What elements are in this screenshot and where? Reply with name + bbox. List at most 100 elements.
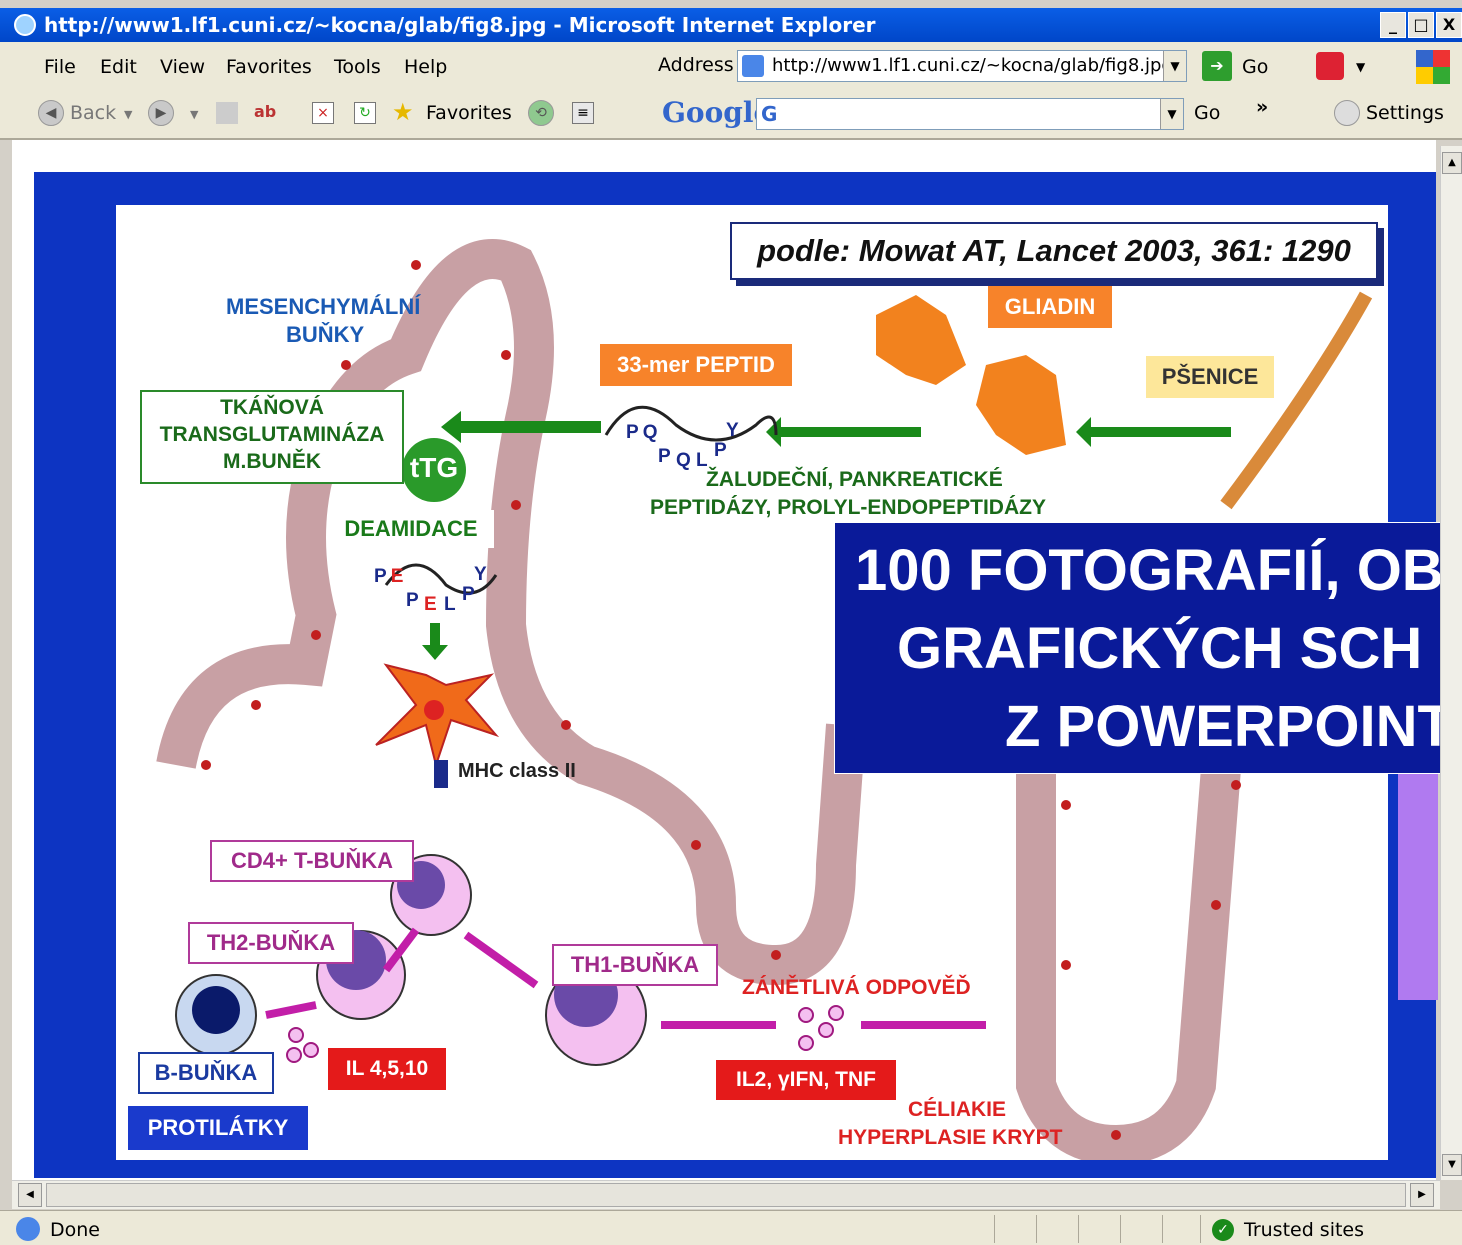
scroll-up-icon[interactable]: ▲ [1442, 152, 1462, 174]
google-dropdown-icon[interactable]: ▼ [1160, 99, 1183, 129]
windows-flag-icon [1416, 50, 1450, 84]
label-mesenchymalni: MESENCHYMÁLNÍ [226, 294, 420, 320]
menu-favorites[interactable]: Favorites [226, 56, 312, 78]
scroll-left-icon[interactable]: ◀ [18, 1183, 42, 1207]
scroll-right-icon[interactable]: ▶ [1410, 1183, 1434, 1207]
overlay-banner: 100 FOTOGRAFIÍ, OB GRAFICKÝCH SCH Z POWE… [834, 522, 1462, 774]
address-dropdown-icon[interactable]: ▼ [1163, 51, 1186, 81]
settings-gear-icon[interactable] [1334, 100, 1360, 126]
scroll-down-icon[interactable]: ▼ [1442, 1154, 1462, 1176]
maximize-button[interactable]: □ [1408, 12, 1434, 38]
peptide-1-residue: Q [643, 422, 658, 443]
google-search-box[interactable]: G ▼ [756, 98, 1184, 130]
menu-file[interactable]: File [44, 56, 76, 78]
google-search-icon[interactable]: G [761, 102, 777, 126]
back-dropdown-icon[interactable]: ▼ [124, 108, 132, 121]
status-divider [1120, 1215, 1121, 1243]
label-ttg: tTG [402, 452, 466, 484]
label-enzymes-2: PEPTIDÁZY, PROLYL-ENDOPEPTIDÁZY [650, 496, 1046, 520]
title-bar: http://www1.lf1.cuni.cz/~kocna/glab/fig8… [0, 8, 1462, 42]
status-divider [1078, 1215, 1079, 1243]
peptide-2-residue: E [424, 594, 437, 616]
label-hyperplasie-krypt: HYPERPLASIE KRYPT [838, 1126, 1062, 1150]
label-th1-bunka: TH1-BUŇKA [552, 944, 718, 986]
status-divider [1162, 1215, 1163, 1243]
forward-dropdown-icon[interactable]: ▼ [190, 108, 198, 121]
overlay-line-1: 100 FOTOGRAFIÍ, OB [855, 537, 1444, 604]
label-cd4-t-bunka: CD4+ T-BUŇKA [210, 840, 414, 882]
peptide-2-residues: PE P E L P Y [374, 566, 403, 588]
stop-icon[interactable]: × [312, 102, 334, 124]
settings-button[interactable]: Settings [1366, 102, 1444, 124]
overlay-line-2: GRAFICKÝCH SCH [897, 615, 1422, 682]
translate-dropdown-icon[interactable]: ▼ [1356, 60, 1365, 74]
status-bar: Done ✓ Trusted sites [0, 1210, 1462, 1245]
peptide-1-residue: P [626, 422, 639, 443]
label-gliadin: GLIADIN [988, 286, 1112, 328]
peptide-2-residue: P [462, 584, 475, 606]
horizontal-scrollbar[interactable]: ◀ ▶ [12, 1180, 1440, 1209]
label-m-bunek: M.BUNĚK [140, 450, 404, 474]
label-protilatky: PROTILÁTKY [128, 1106, 308, 1150]
media-icon[interactable]: ⟲ [528, 100, 554, 126]
address-bar[interactable]: http://www1.lf1.cuni.cz/~kocna/glab/fig8… [737, 50, 1187, 82]
peptide-2-residue: L [444, 594, 456, 616]
label-bunky: BUŇKY [286, 322, 364, 348]
menu-edit[interactable]: Edit [100, 56, 137, 78]
history-icon[interactable]: ≡ [572, 102, 594, 124]
minimize-button[interactable]: _ [1380, 12, 1406, 38]
overlay-line-3: Z POWERPOINT [1005, 693, 1453, 760]
window-title: http://www1.lf1.cuni.cz/~kocna/glab/fig8… [44, 13, 876, 37]
peptide-2-residue: E [391, 566, 404, 587]
trusted-check-icon: ✓ [1212, 1219, 1234, 1241]
peptide-2-residue: P [374, 566, 387, 587]
label-mhc-class-ii: MHC class II [458, 760, 576, 783]
refresh-icon[interactable]: ↻ [354, 102, 376, 124]
label-il2-ifn-tnf: IL2, γIFN, TNF [716, 1060, 896, 1100]
address-label: Address [658, 54, 734, 76]
menu-view[interactable]: View [160, 56, 205, 78]
google-go-button[interactable]: Go [1194, 102, 1220, 124]
status-divider [1200, 1215, 1201, 1243]
more-chevron-icon[interactable]: » [1256, 96, 1268, 118]
label-deamidace: DEAMIDACE [328, 510, 494, 548]
label-33mer-peptid: 33-mer PEPTID [600, 344, 792, 386]
peptide-1-residue: Q [676, 450, 691, 472]
status-text: Done [50, 1219, 100, 1241]
label-b-bunka: B-BUŇKA [138, 1052, 274, 1094]
peptide-2-residue: Y [474, 564, 487, 586]
address-go-label[interactable]: Go [1242, 56, 1268, 78]
label-zanetliva-odpoved: ZÁNĚTLIVÁ ODPOVĚĎ [742, 976, 971, 1000]
vertical-scrollbar[interactable]: ▲ ▼ [1440, 146, 1462, 1180]
horizontal-scroll-thumb[interactable] [46, 1183, 1406, 1207]
favorites-button[interactable]: Favorites [426, 102, 512, 124]
print-icon[interactable] [216, 102, 238, 124]
peptide-1-residue: P [658, 446, 671, 468]
ie-logo-icon [14, 14, 36, 36]
page-status-icon [16, 1217, 40, 1241]
toolbar: ◀ Back ▼ ▶ ▼ ab × ↻ ★ Favorites ⟲ ≡ Goog… [0, 90, 1462, 140]
close-button[interactable]: X [1436, 12, 1462, 38]
favorites-star-icon[interactable]: ★ [392, 98, 414, 126]
peptide-1-residue: Y [726, 420, 739, 442]
label-tkanova: TKÁŇOVÁ [140, 396, 404, 420]
page-icon [742, 55, 764, 77]
peptide-1-residue: P [714, 440, 727, 462]
address-input[interactable]: http://www1.lf1.cuni.cz/~kocna/glab/fig8… [772, 55, 1173, 76]
label-celiakie: CÉLIAKIE [908, 1098, 1006, 1122]
figure-source-citation: podle: Mowat AT, Lancet 2003, 361: 1290 [730, 222, 1378, 280]
menu-tools[interactable]: Tools [334, 56, 381, 78]
back-button[interactable]: Back [70, 102, 116, 124]
translate-icon[interactable] [1316, 52, 1344, 80]
peptide-1-residue: L [696, 450, 708, 472]
label-enzymes-1: ŽALUDEČNÍ, PANKREATICKÉ [706, 468, 1003, 492]
menu-help[interactable]: Help [404, 56, 447, 78]
forward-arrow-icon[interactable]: ▶ [148, 100, 174, 126]
label-il-4-5-10: IL 4,5,10 [328, 1048, 446, 1090]
security-zone: Trusted sites [1244, 1219, 1364, 1241]
spell-check-icon[interactable]: ab [254, 102, 276, 121]
back-arrow-icon[interactable]: ◀ [38, 100, 64, 126]
menu-bar: File Edit View Favorites Tools Help Addr… [0, 42, 1462, 91]
go-arrow-icon[interactable]: ➔ [1202, 51, 1232, 81]
